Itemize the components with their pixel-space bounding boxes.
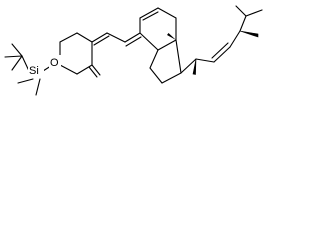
structure-canvas: O Si [0,0,267,109]
ring-d [149,39,182,84]
oxygen-atom-label: O [50,57,59,69]
ring-c [139,7,177,51]
ring-a [59,32,93,75]
triene-linker [91,32,142,47]
silicon-atom-label: Si [29,65,39,77]
angular-methyl [167,33,176,40]
exocyclic-methylene [88,64,101,78]
tert-butyl-group [4,43,30,72]
side-chain [180,5,263,75]
skeletal-structure: O Si [4,5,263,96]
